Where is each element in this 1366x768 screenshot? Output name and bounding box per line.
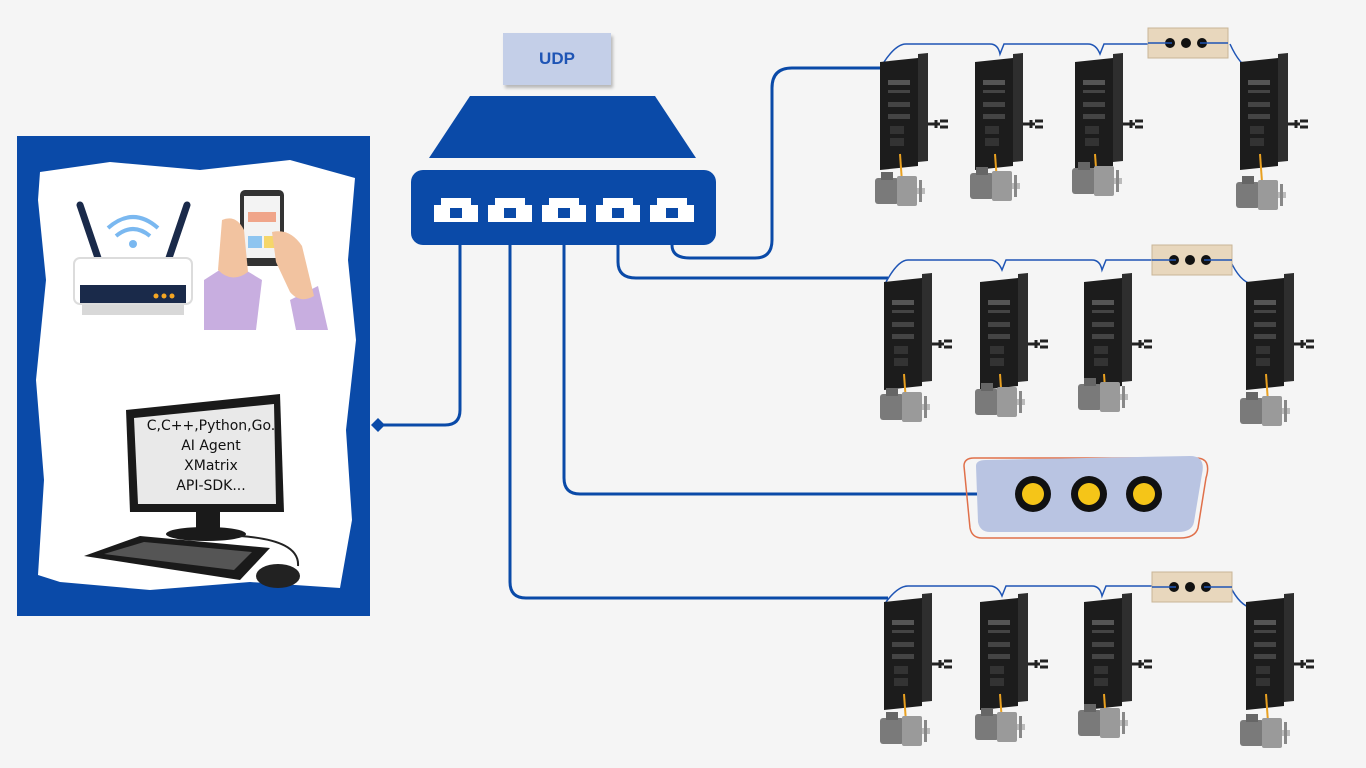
servo-drive-icon: [978, 271, 1050, 404]
servo-drive-icon: [973, 51, 1045, 184]
protocol-label: UDP: [503, 33, 611, 85]
servo-motor-icon: [875, 172, 925, 206]
axis-row-3: [880, 571, 1316, 748]
code-line: XMatrix: [184, 458, 238, 474]
code-line: AI Agent: [181, 438, 241, 454]
code-line: C,C++,Python,Go.: [146, 418, 276, 434]
axis-row-2: [880, 244, 1316, 426]
servo-motor-icon: [1240, 392, 1290, 426]
servo-drive-icon: [878, 51, 950, 184]
servo-drive-icon: [882, 591, 954, 724]
servo-drive-icon: [1244, 591, 1316, 724]
io-module: [963, 456, 1209, 539]
keyboard-icon: [84, 536, 270, 580]
network-cables: [380, 66, 1032, 600]
mouse-icon: [239, 535, 300, 588]
servo-drive-icon: [882, 271, 954, 404]
servo-motor-icon: [975, 708, 1025, 742]
servo-motor-icon: [1078, 704, 1128, 738]
monitor-code-text: C,C++,Python,Go. AI Agent XMatrix API-SD…: [136, 416, 286, 496]
code-line: API-SDK...: [176, 478, 246, 494]
protocol-label-text: UDP: [539, 49, 575, 68]
servo-motor-icon: [1236, 176, 1286, 210]
smartphone-icon: [204, 190, 328, 330]
wifi-router-icon: [73, 201, 193, 315]
servo-motor-icon: [880, 712, 930, 746]
axis-row-1: [875, 27, 1310, 210]
servo-drive-icon: [978, 591, 1050, 724]
servo-drive-icon: [1082, 591, 1154, 724]
computer-monitor-icon: [126, 394, 284, 541]
servo-drive-icon: [1244, 271, 1316, 404]
servo-motor-icon: [975, 383, 1025, 417]
connector-icon: [1015, 476, 1162, 512]
servo-motor-icon: [1072, 162, 1122, 196]
servo-motor-icon: [1240, 714, 1290, 748]
servo-motor-icon: [970, 167, 1020, 201]
servo-motor-icon: [880, 388, 930, 422]
servo-drive-icon: [1238, 51, 1310, 184]
network-switch-icon: [411, 96, 716, 245]
